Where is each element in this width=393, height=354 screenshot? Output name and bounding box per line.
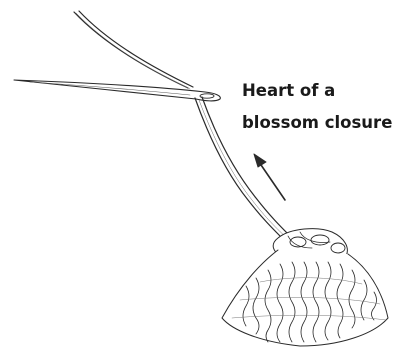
direction-arrow bbox=[254, 154, 285, 200]
caption-line-1: Heart of a bbox=[242, 75, 393, 107]
caption: Heart of a blossom closure. bbox=[242, 75, 393, 139]
needle bbox=[14, 80, 220, 101]
knitted-stitches bbox=[222, 229, 388, 346]
caption-line-2: blossom closure. bbox=[242, 107, 393, 139]
